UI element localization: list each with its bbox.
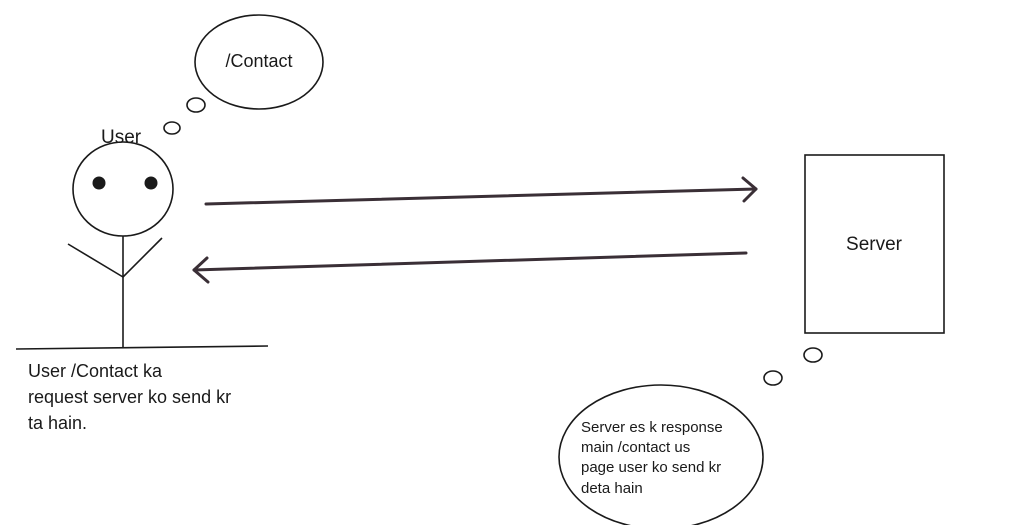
user-thought-text: /Contact [225,51,292,71]
user-right-arm [122,237,163,278]
server-thought-line: page user ko send kr [581,459,721,476]
user-caption-line: request server ko send kr [28,387,231,407]
server-thought-dot-large [763,370,783,386]
server-label: Server [846,234,903,255]
user-thought-bubble [194,14,324,110]
user-stick-figure [67,141,174,347]
server-thought-dot-small [803,347,823,363]
user-thought-dot-small [163,121,181,135]
user-head [72,141,174,237]
server-thought-bubble [558,384,764,525]
response-arrow-head [192,256,210,284]
user-caption: User /Contact ka request server ko send … [28,361,236,433]
server-box [804,154,945,334]
user-left-arm [67,243,124,278]
request-arrow-head [741,176,758,203]
user-left-eye [92,176,106,190]
user-right-eye [144,176,158,190]
server-thought-line: main /contact us [581,439,690,456]
user-caption-line: User /Contact ka [28,361,163,381]
response-arrow-shaft [192,251,748,272]
user-thought-dot-large [186,97,206,113]
user-caption-line: ta hain. [28,413,87,433]
response-arrow [192,251,748,284]
request-arrow [204,176,758,206]
server-thought-line: Server es k response [581,419,723,436]
request-arrow-shaft [204,187,758,206]
server-thought-text: Server es k response main /contact us pa… [581,419,727,497]
server-thought-line: deta hain [581,480,643,497]
ground-line [15,345,269,350]
